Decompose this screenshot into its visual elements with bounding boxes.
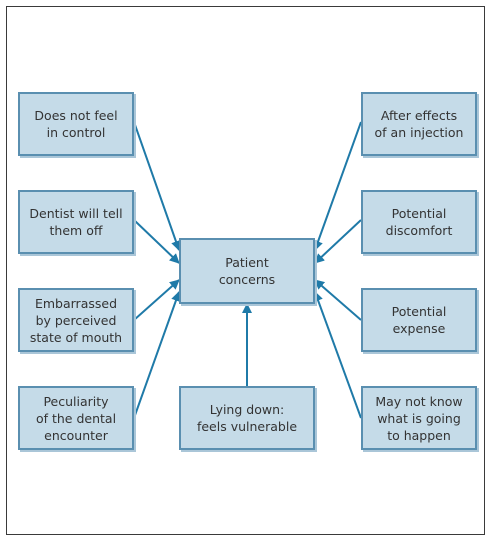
- concern-peculiarity: Peculiarity of the dental encounter: [18, 386, 134, 450]
- arrow-right-1: [313, 121, 362, 251]
- concern-discomfort: Potential discomfort: [361, 190, 477, 254]
- arrow-left-4: [133, 291, 181, 419]
- concern-lying-down: Lying down: feels vulnerable: [179, 386, 315, 450]
- arrow-right-2: [314, 219, 362, 264]
- arrow-right-3: [314, 279, 362, 321]
- patient-concerns-center: Patient concerns: [179, 238, 315, 304]
- concern-no-control: Does not feel in control: [18, 92, 134, 156]
- concern-dentist-tell-off: Dentist will tell them off: [18, 190, 134, 254]
- arrow-left-1: [133, 121, 181, 251]
- arrow-left-2: [133, 219, 180, 264]
- arrow-right-4: [313, 291, 362, 419]
- arrow-left-3: [133, 279, 180, 321]
- concern-injection-effects: After effects of an injection: [361, 92, 477, 156]
- concern-unknown: May not know what is going to happen: [361, 386, 477, 450]
- concern-embarrassed: Embarrassed by perceived state of mouth: [18, 288, 134, 352]
- concern-expense: Potential expense: [361, 288, 477, 352]
